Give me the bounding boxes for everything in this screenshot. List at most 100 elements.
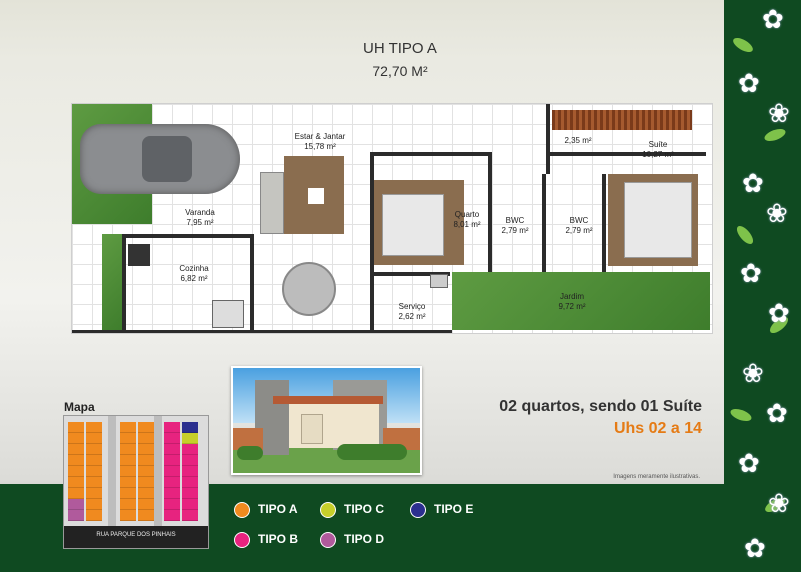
unit-area: 72,70 M² bbox=[372, 63, 428, 79]
map-lot bbox=[138, 444, 154, 455]
map-lot bbox=[68, 444, 84, 455]
map-lot bbox=[120, 422, 136, 433]
room-closet: 2,35 m² bbox=[564, 136, 592, 145]
illustrative-note: Imagens meramente ilustrativas. bbox=[613, 474, 700, 480]
map-lot bbox=[120, 455, 136, 466]
map-title: Mapa bbox=[64, 400, 95, 414]
map-lot bbox=[68, 422, 84, 433]
legend-dot bbox=[410, 502, 426, 518]
map-lot bbox=[164, 499, 180, 510]
house-photo bbox=[231, 366, 422, 475]
rooms-description: 02 quartos, sendo 01 Suíte bbox=[499, 398, 702, 415]
room-suite: Suíte 10,27 m² bbox=[642, 140, 674, 159]
map-lot bbox=[182, 433, 198, 444]
map-lot bbox=[138, 510, 154, 521]
map-lot bbox=[138, 433, 154, 444]
units-range: Uhs 02 a 14 bbox=[613, 420, 702, 437]
flower-icon: ❀ bbox=[768, 98, 790, 128]
map-lot bbox=[120, 444, 136, 455]
room-bwc-1: BWC 2,79 m² bbox=[501, 216, 529, 235]
map-lot bbox=[120, 466, 136, 477]
unit-type: UH TIPO A bbox=[363, 40, 437, 57]
flower-icon: ✿ bbox=[762, 4, 784, 34]
legend-dot bbox=[234, 532, 250, 548]
legend-tipo-a: TIPO A bbox=[234, 502, 298, 518]
map-lot bbox=[164, 510, 180, 521]
flower-icon: ✿ bbox=[742, 168, 764, 198]
room-cozinha: Cozinha 6,82 m² bbox=[179, 264, 209, 283]
street-name: RUA PARQUE DOS PINHAIS bbox=[96, 532, 176, 538]
room-bwc-2: BWC 2,79 m² bbox=[565, 216, 593, 235]
flower-icon: ❀ bbox=[742, 358, 764, 388]
map-lot bbox=[138, 422, 154, 433]
floral-side-panel: ✿ ✿ ❀ ✿ ❀ ✿ ✿ ❀ ✿ ✿ ❀ ✿ bbox=[724, 0, 801, 572]
legend-tipo-d: TIPO D bbox=[320, 532, 384, 548]
map-lot bbox=[86, 455, 102, 466]
map-lot bbox=[164, 444, 180, 455]
map-lot bbox=[68, 433, 84, 444]
map-lot bbox=[182, 477, 198, 488]
map-lot bbox=[182, 455, 198, 466]
map-lot bbox=[182, 488, 198, 499]
legend-dot bbox=[320, 502, 336, 518]
flower-icon: ✿ bbox=[740, 258, 762, 288]
map-lot bbox=[164, 455, 180, 466]
map-lot bbox=[164, 433, 180, 444]
flower-icon: ❀ bbox=[766, 198, 788, 228]
map-lot bbox=[164, 477, 180, 488]
map-lot bbox=[86, 433, 102, 444]
legend-tipo-b: TIPO B bbox=[234, 532, 298, 548]
map-lot bbox=[86, 499, 102, 510]
map-lot bbox=[86, 477, 102, 488]
unit-title: UH TIPO A 72,70 M² bbox=[300, 38, 500, 82]
room-varanda: Varanda 7,95 m² bbox=[185, 208, 215, 227]
legend-tipo-c: TIPO C bbox=[320, 502, 384, 518]
map-lot bbox=[138, 488, 154, 499]
map-lot bbox=[138, 477, 154, 488]
room-quarto: Quarto 8,01 m² bbox=[453, 210, 481, 229]
map-lot bbox=[164, 422, 180, 433]
map-lot bbox=[138, 455, 154, 466]
map-lot bbox=[120, 510, 136, 521]
map-lot bbox=[138, 499, 154, 510]
room-estar: Estar & Jantar 15,78 m² bbox=[294, 132, 346, 151]
site-map: RUA PARQUE DOS PINHAIS bbox=[63, 415, 209, 549]
front-hedge bbox=[102, 234, 122, 332]
map-lot bbox=[182, 499, 198, 510]
flower-icon: ❀ bbox=[768, 488, 790, 518]
legend-dot bbox=[320, 532, 336, 548]
map-lot bbox=[68, 499, 84, 510]
map-lot bbox=[86, 488, 102, 499]
map-lot bbox=[120, 477, 136, 488]
floor-plan: Estar & Jantar 15,78 m² Varanda 7,95 m² … bbox=[71, 103, 713, 334]
map-lot bbox=[182, 422, 198, 433]
map-lot bbox=[86, 466, 102, 477]
map-lot bbox=[68, 455, 84, 466]
map-lot bbox=[182, 510, 198, 521]
car-icon bbox=[80, 124, 240, 194]
map-lot bbox=[164, 488, 180, 499]
legend-dot bbox=[234, 502, 250, 518]
map-lot bbox=[182, 444, 198, 455]
map-lot bbox=[86, 444, 102, 455]
flower-icon: ✿ bbox=[768, 298, 790, 328]
map-lot bbox=[68, 466, 84, 477]
map-lot bbox=[120, 433, 136, 444]
map-lot bbox=[68, 488, 84, 499]
flower-icon: ✿ bbox=[744, 533, 766, 563]
map-lot bbox=[68, 477, 84, 488]
flower-icon: ✿ bbox=[766, 398, 788, 428]
map-lot bbox=[120, 499, 136, 510]
flower-icon: ✿ bbox=[738, 68, 760, 98]
map-lot bbox=[86, 422, 102, 433]
map-lot bbox=[182, 466, 198, 477]
room-servico: Serviço 2,62 m² bbox=[398, 302, 426, 321]
garden-area bbox=[452, 272, 710, 330]
legend-tipo-e: TIPO E bbox=[410, 502, 473, 518]
room-jardim: Jardim 9,72 m² bbox=[558, 292, 586, 311]
map-lot bbox=[164, 466, 180, 477]
map-lot bbox=[68, 510, 84, 521]
map-lot bbox=[138, 466, 154, 477]
map-lot bbox=[120, 488, 136, 499]
flower-icon: ✿ bbox=[738, 448, 760, 478]
